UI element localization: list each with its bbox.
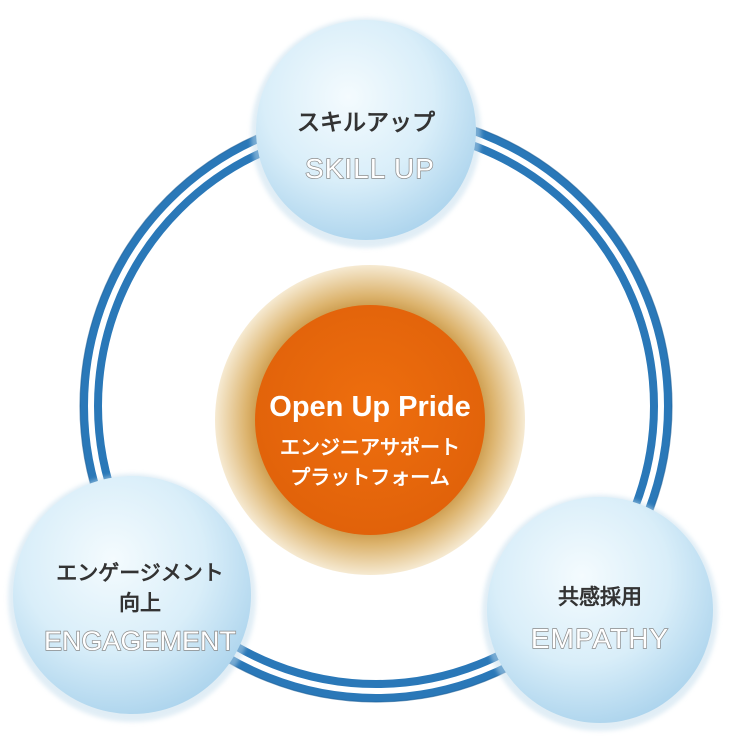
node-empathy-jp: 共感採用: [558, 585, 642, 609]
node-engagement-jp: エンゲージメント: [56, 561, 224, 585]
node-empathy-en: EMPATHY: [531, 623, 669, 654]
center-subtitle-line1: エンジニアサポート: [280, 435, 460, 459]
node-empathy: 共感採用 EMPATHY: [482, 495, 718, 731]
center-subtitle-line2: プラットフォーム: [290, 465, 449, 489]
center-hub: Open Up Pride エンジニアサポート プラットフォーム: [215, 265, 525, 575]
node-engagement-jp2: 向上: [119, 591, 161, 615]
node-skill-up: スキルアップ SKILL UP: [251, 18, 481, 248]
node-skill-up-jp: スキルアップ: [297, 110, 436, 136]
center-title: Open Up Pride: [269, 391, 470, 423]
node-engagement-en: ENGAGEMENT: [44, 626, 236, 656]
node-engagement: エンゲージメント 向上 ENGAGEMENT: [8, 474, 256, 722]
node-skill-up-en: SKILL UP: [305, 153, 435, 184]
